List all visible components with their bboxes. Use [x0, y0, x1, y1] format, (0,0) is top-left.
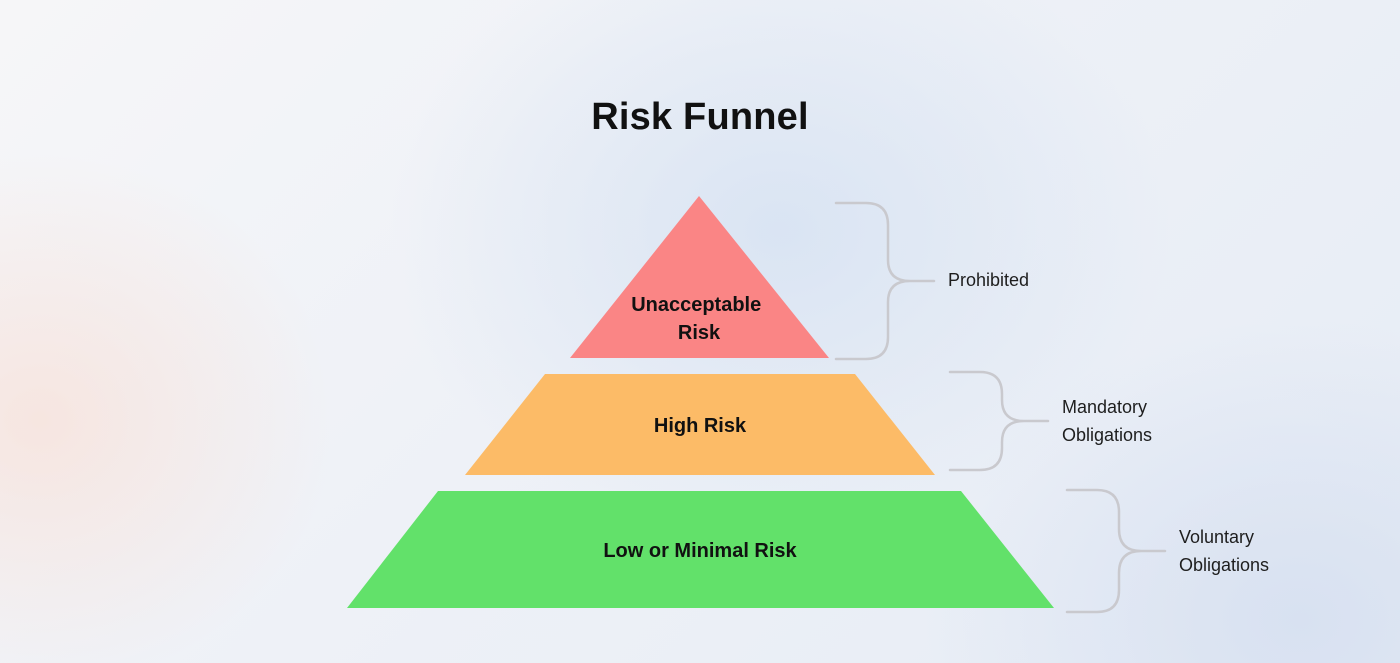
tier-low-minimal-risk-label: Low or Minimal Risk	[603, 540, 797, 562]
label-prohibited: Prohibited	[948, 270, 1030, 290]
bracket-mandatory-obligations	[948, 370, 1050, 472]
bracket-voluntary-obligations	[1065, 488, 1167, 614]
tier-high-risk-label: High Risk	[654, 415, 747, 437]
diagram-title: Risk Funnel	[591, 96, 809, 138]
bracket-prohibited	[834, 201, 936, 361]
tier-high-risk	[465, 374, 935, 475]
label-mandatory-obligations: Mandatory Obligations	[1062, 397, 1153, 445]
tier-unacceptable-risk-label: Unacceptable Risk	[631, 294, 767, 344]
label-voluntary-obligations: Voluntary Obligations	[1179, 527, 1270, 575]
tier-unacceptable-risk	[570, 196, 829, 358]
tier-low-minimal-risk	[347, 491, 1054, 608]
